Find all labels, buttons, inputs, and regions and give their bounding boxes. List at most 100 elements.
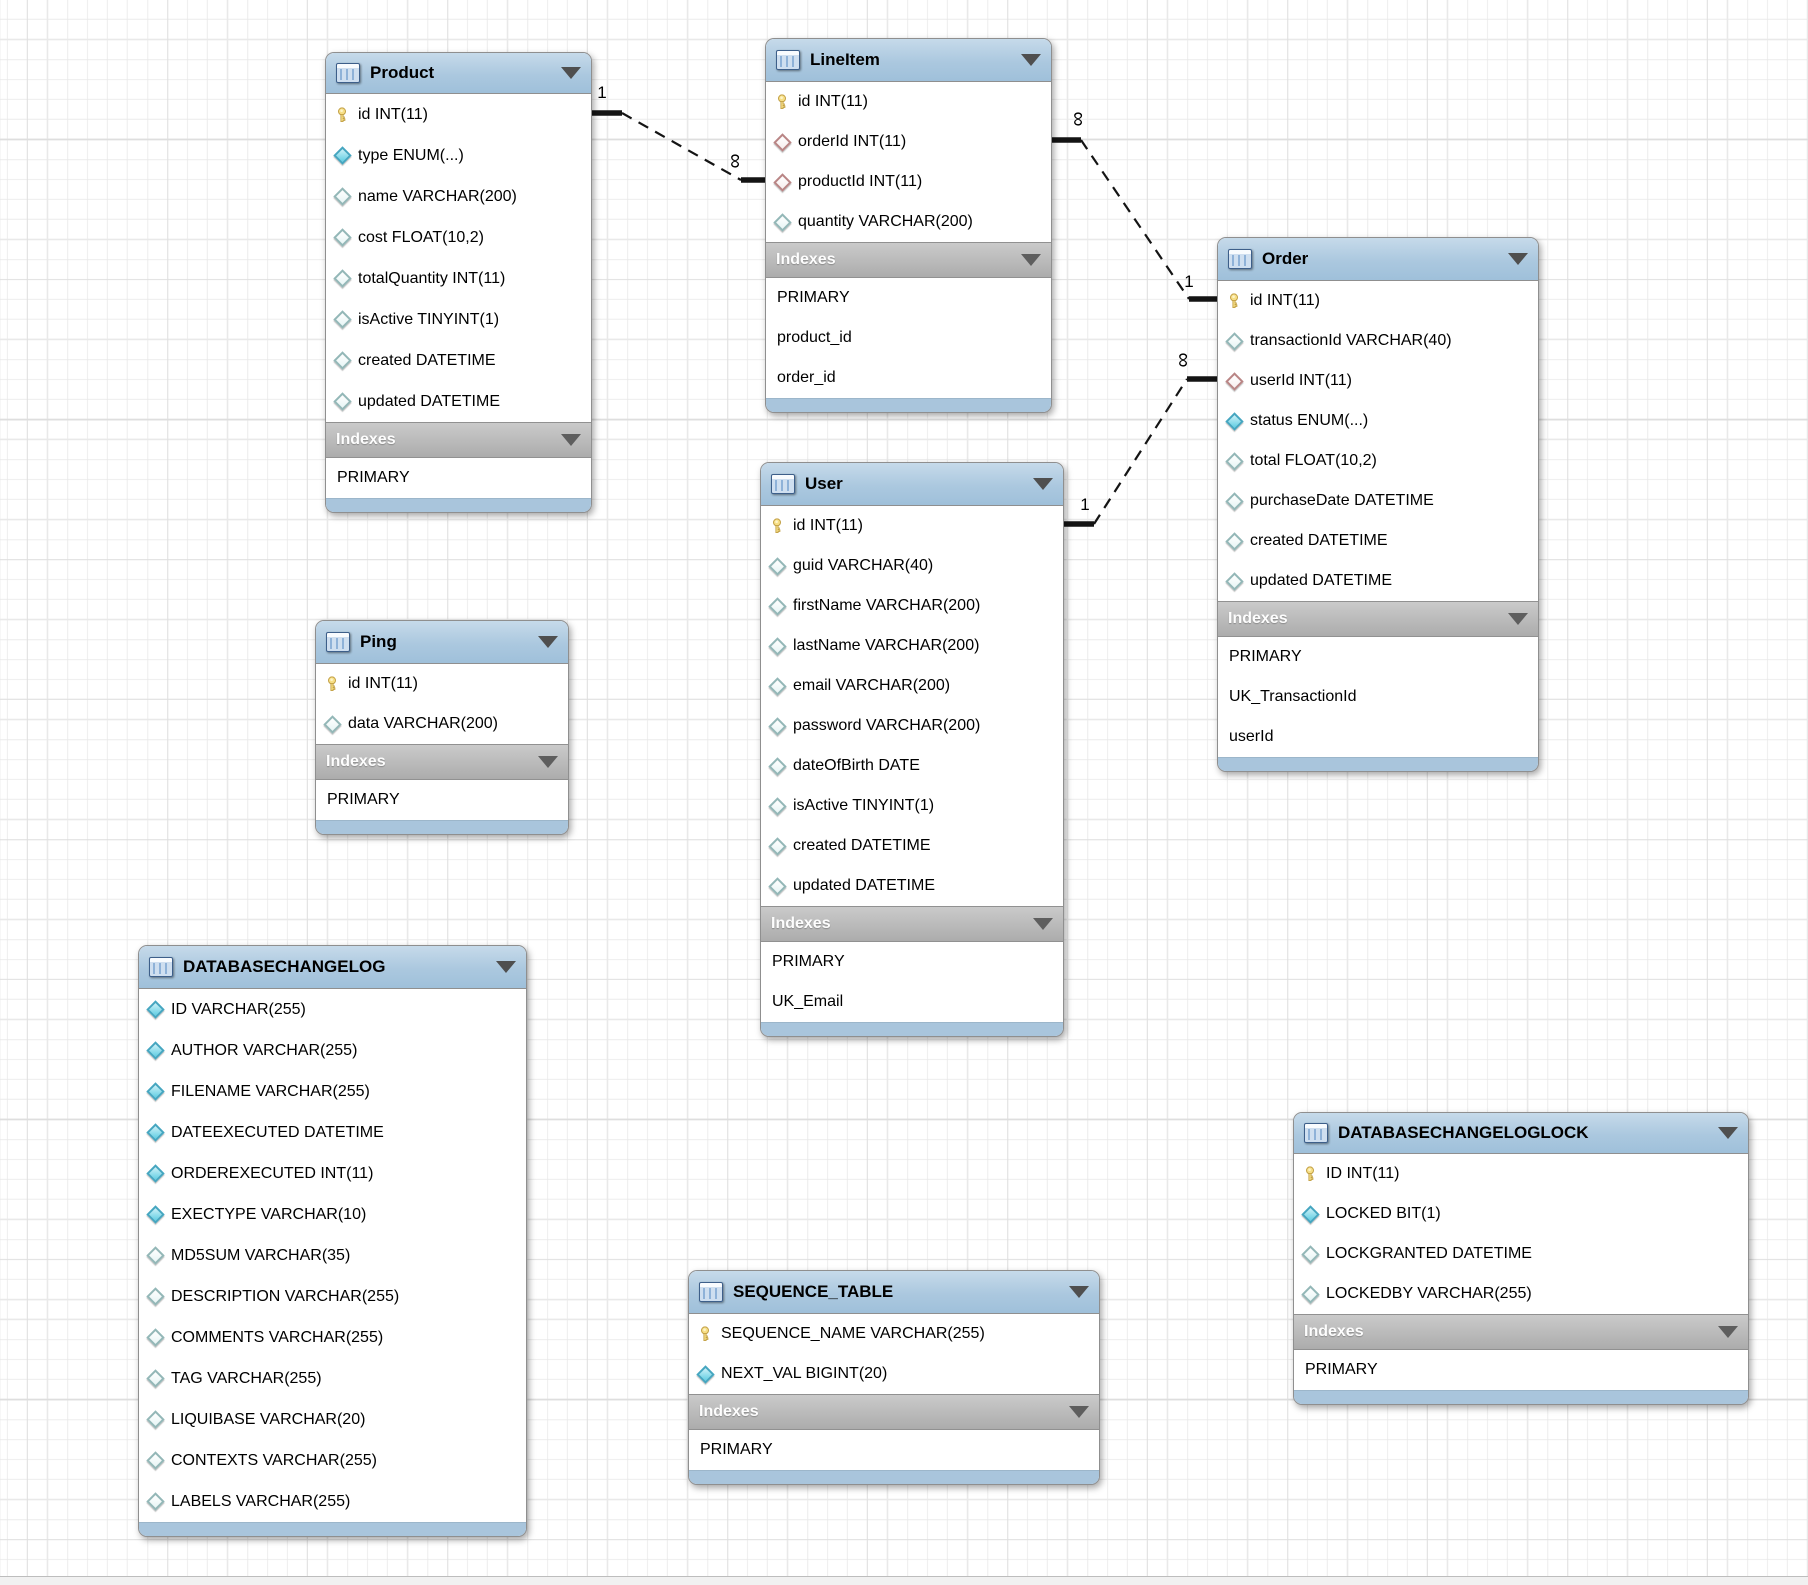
column-row-created[interactable]: created DATETIME	[326, 340, 591, 381]
index-row-primary[interactable]: PRIMARY	[772, 953, 845, 970]
indexes-section-header[interactable]: Indexes	[316, 744, 568, 780]
column-row-status[interactable]: status ENUM(...)	[1218, 401, 1538, 441]
index-row-primary[interactable]: PRIMARY	[1305, 1361, 1378, 1378]
indexes-section-header[interactable]: Indexes	[766, 242, 1051, 278]
index-row-primary[interactable]: PRIMARY	[777, 289, 850, 306]
column-row-created[interactable]: created DATETIME	[761, 826, 1063, 866]
column-row-comments[interactable]: COMMENTS VARCHAR(255)	[139, 1317, 526, 1358]
column-row-isactive[interactable]: isActive TINYINT(1)	[326, 299, 591, 340]
table-header[interactable]: SEQUENCE_TABLE	[689, 1271, 1099, 1314]
column-row-dateofbirth[interactable]: dateOfBirth DATE	[761, 746, 1063, 786]
collapse-caret-icon[interactable]	[1033, 918, 1053, 930]
column-row-orderid[interactable]: orderId INT(11)	[766, 122, 1051, 162]
collapse-caret-icon[interactable]	[1021, 254, 1041, 266]
column-row-updated[interactable]: updated DATETIME	[326, 381, 591, 422]
column-row-created[interactable]: created DATETIME	[1218, 521, 1538, 561]
column-row-quantity[interactable]: quantity VARCHAR(200)	[766, 202, 1051, 242]
column-label: AUTHOR VARCHAR(255)	[171, 1041, 358, 1059]
index-row-primary[interactable]: PRIMARY	[337, 469, 410, 486]
indexes-section-header[interactable]: Indexes	[1218, 601, 1538, 637]
collapse-caret-icon[interactable]	[561, 67, 581, 79]
collapse-caret-icon[interactable]	[1021, 54, 1041, 66]
column-row-data[interactable]: data VARCHAR(200)	[316, 704, 568, 744]
collapse-caret-icon[interactable]	[1069, 1406, 1089, 1418]
column-row-purchasedate[interactable]: purchaseDate DATETIME	[1218, 481, 1538, 521]
column-row-id[interactable]: ID INT(11)	[1294, 1154, 1748, 1194]
column-row-guid[interactable]: guid VARCHAR(40)	[761, 546, 1063, 586]
column-row-orderexecuted[interactable]: ORDEREXECUTED INT(11)	[139, 1153, 526, 1194]
column-row-lockgranted[interactable]: LOCKGRANTED DATETIME	[1294, 1234, 1748, 1274]
column-row-exectype[interactable]: EXECTYPE VARCHAR(10)	[139, 1194, 526, 1235]
indexes-section-header[interactable]: Indexes	[689, 1394, 1099, 1430]
column-row-userid[interactable]: userId INT(11)	[1218, 361, 1538, 401]
collapse-caret-icon[interactable]	[1508, 253, 1528, 265]
column-row-total[interactable]: total FLOAT(10,2)	[1218, 441, 1538, 481]
collapse-caret-icon[interactable]	[1718, 1127, 1738, 1139]
column-row-id[interactable]: id INT(11)	[761, 506, 1063, 546]
collapse-caret-icon[interactable]	[1069, 1286, 1089, 1298]
column-label: total FLOAT(10,2)	[1250, 452, 1377, 469]
collapse-caret-icon[interactable]	[538, 636, 558, 648]
collapse-caret-icon[interactable]	[1718, 1326, 1738, 1338]
column-row-id[interactable]: ID VARCHAR(255)	[139, 989, 526, 1030]
column-row-updated[interactable]: updated DATETIME	[761, 866, 1063, 906]
indexes-section-header[interactable]: Indexes	[761, 906, 1063, 942]
index-row-uk_email[interactable]: UK_Email	[772, 993, 844, 1010]
column-row-lastname[interactable]: lastName VARCHAR(200)	[761, 626, 1063, 666]
table-header[interactable]: DATABASECHANGELOG	[139, 946, 526, 989]
column-row-transactionid[interactable]: transactionId VARCHAR(40)	[1218, 321, 1538, 361]
column-row-productid[interactable]: productId INT(11)	[766, 162, 1051, 202]
column-row-isactive[interactable]: isActive TINYINT(1)	[761, 786, 1063, 826]
primary-key-icon	[770, 518, 784, 534]
collapse-caret-icon[interactable]	[561, 434, 581, 446]
index-row-uk_transactionid[interactable]: UK_TransactionId	[1229, 688, 1357, 705]
column-row-labels[interactable]: LABELS VARCHAR(255)	[139, 1481, 526, 1522]
column-row-updated[interactable]: updated DATETIME	[1218, 561, 1538, 601]
column-row-id[interactable]: id INT(11)	[326, 94, 591, 135]
table-header[interactable]: Product	[326, 53, 591, 94]
indexes-section-header[interactable]: Indexes	[326, 422, 591, 458]
column-row-next_val[interactable]: NEXT_VAL BIGINT(20)	[689, 1354, 1099, 1394]
index-row-order_id[interactable]: order_id	[777, 369, 836, 386]
column-row-md5sum[interactable]: MD5SUM VARCHAR(35)	[139, 1235, 526, 1276]
collapse-caret-icon[interactable]	[1033, 478, 1053, 490]
table-header[interactable]: Ping	[316, 621, 568, 664]
column-row-lockedby[interactable]: LOCKEDBY VARCHAR(255)	[1294, 1274, 1748, 1314]
collapse-caret-icon[interactable]	[538, 756, 558, 768]
column-row-tag[interactable]: TAG VARCHAR(255)	[139, 1358, 526, 1399]
column-row-id[interactable]: id INT(11)	[766, 82, 1051, 122]
index-row-primary[interactable]: PRIMARY	[1229, 648, 1302, 665]
column-label: status ENUM(...)	[1250, 412, 1369, 429]
column-row-description[interactable]: DESCRIPTION VARCHAR(255)	[139, 1276, 526, 1317]
index-row-product_id[interactable]: product_id	[777, 329, 852, 346]
table-header[interactable]: LineItem	[766, 39, 1051, 82]
column-row-id[interactable]: id INT(11)	[316, 664, 568, 704]
nullable-column-icon	[767, 796, 787, 816]
table-footer-bar	[766, 398, 1051, 412]
column-row-totalquantity[interactable]: totalQuantity INT(11)	[326, 258, 591, 299]
table-header[interactable]: Order	[1218, 238, 1538, 281]
column-row-filename[interactable]: FILENAME VARCHAR(255)	[139, 1071, 526, 1112]
column-row-cost[interactable]: cost FLOAT(10,2)	[326, 217, 591, 258]
table-header[interactable]: User	[761, 463, 1063, 506]
column-row-type[interactable]: type ENUM(...)	[326, 135, 591, 176]
column-row-name[interactable]: name VARCHAR(200)	[326, 176, 591, 217]
collapse-caret-icon[interactable]	[496, 961, 516, 973]
column-row-dateexecuted[interactable]: DATEEXECUTED DATETIME	[139, 1112, 526, 1153]
column-row-liquibase[interactable]: LIQUIBASE VARCHAR(20)	[139, 1399, 526, 1440]
index-row-userid[interactable]: userId	[1229, 728, 1274, 745]
column-row-id[interactable]: id INT(11)	[1218, 281, 1538, 321]
column-row-contexts[interactable]: CONTEXTS VARCHAR(255)	[139, 1440, 526, 1481]
collapse-caret-icon[interactable]	[1508, 613, 1528, 625]
table-header[interactable]: DATABASECHANGELOGLOCK	[1294, 1113, 1748, 1154]
index-row-primary[interactable]: PRIMARY	[327, 791, 400, 808]
column-row-locked[interactable]: LOCKED BIT(1)	[1294, 1194, 1748, 1234]
column-row-password[interactable]: password VARCHAR(200)	[761, 706, 1063, 746]
column-row-firstname[interactable]: firstName VARCHAR(200)	[761, 586, 1063, 626]
column-row-email[interactable]: email VARCHAR(200)	[761, 666, 1063, 706]
column-row-sequence_name[interactable]: SEQUENCE_NAME VARCHAR(255)	[689, 1314, 1099, 1354]
indexes-section-header[interactable]: Indexes	[1294, 1314, 1748, 1350]
nullable-column-icon	[322, 714, 342, 734]
index-row-primary[interactable]: PRIMARY	[700, 1441, 773, 1458]
column-row-author[interactable]: AUTHOR VARCHAR(255)	[139, 1030, 526, 1071]
